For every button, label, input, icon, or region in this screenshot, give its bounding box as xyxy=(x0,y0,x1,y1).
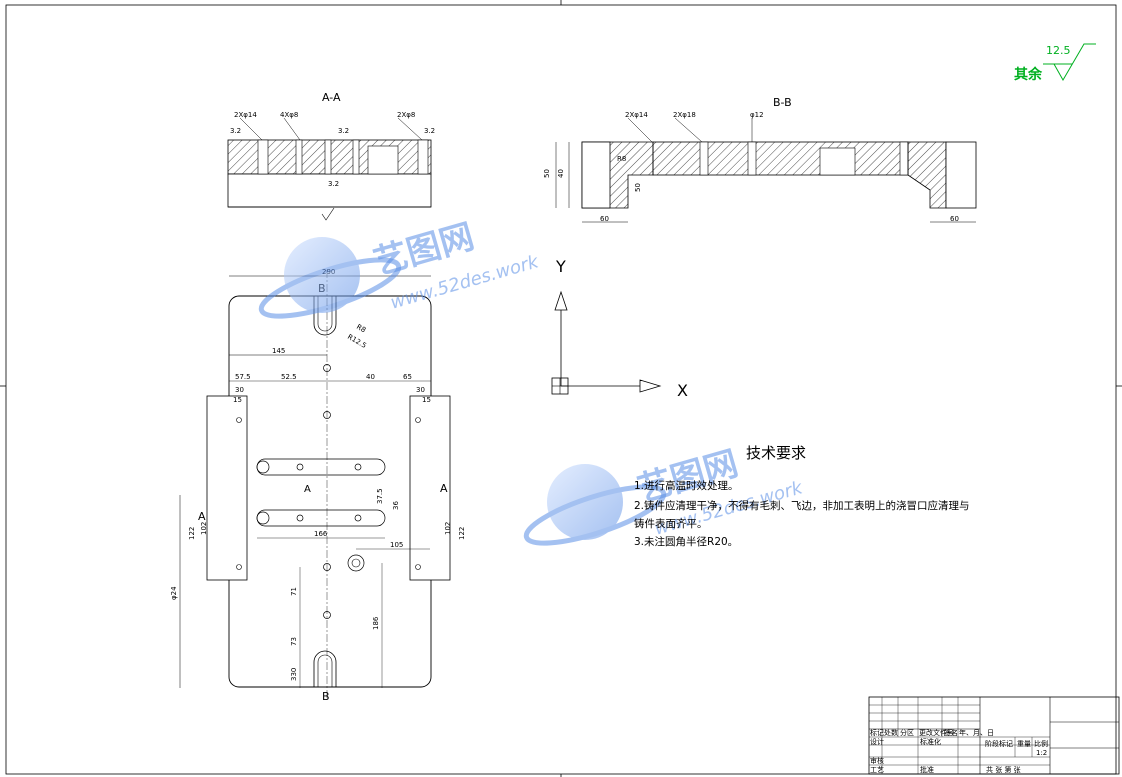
svg-text:30: 30 xyxy=(416,386,425,394)
axis-y-label: Y xyxy=(555,257,566,276)
svg-text:186: 186 xyxy=(372,616,380,630)
svg-text:阶段标记: 阶段标记 xyxy=(985,739,1013,748)
svg-text:60: 60 xyxy=(600,215,609,223)
svg-text:A: A xyxy=(440,482,448,495)
svg-text:B: B xyxy=(322,690,330,703)
svg-text:71: 71 xyxy=(290,587,298,596)
svg-text:122: 122 xyxy=(458,527,466,540)
svg-text:2Xφ18: 2Xφ18 xyxy=(673,111,696,119)
svg-text:52.5: 52.5 xyxy=(281,373,297,381)
svg-text:73: 73 xyxy=(290,637,298,646)
outer-border xyxy=(5,4,1117,775)
tech-req-item: 铸件表面齐平。 xyxy=(634,518,708,530)
svg-text:15: 15 xyxy=(422,396,431,404)
svg-text:105: 105 xyxy=(390,541,403,549)
svg-text:30: 30 xyxy=(235,386,244,394)
svg-text:37.5: 37.5 xyxy=(376,488,384,504)
svg-text:重量: 重量 xyxy=(1017,740,1031,748)
svg-text:4Xφ8: 4Xφ8 xyxy=(280,111,298,119)
watermark-logo-2 xyxy=(523,464,667,546)
svg-text:批准: 批准 xyxy=(920,765,934,774)
svg-text:处数: 处数 xyxy=(884,728,898,737)
svg-text:50: 50 xyxy=(543,169,551,178)
title-block: 标记 处数 分区 更改文件号 签名 年、月、日 设计 标准化 阶段标记 重量 比… xyxy=(868,696,1120,775)
svg-text:36: 36 xyxy=(392,501,400,510)
svg-text:145: 145 xyxy=(272,347,285,355)
svg-text:设计: 设计 xyxy=(870,737,884,746)
svg-text:1:2: 1:2 xyxy=(1036,749,1047,757)
svg-text:A: A xyxy=(198,510,206,523)
svg-text:更改文件号: 更改文件号 xyxy=(919,728,954,737)
svg-text:330: 330 xyxy=(290,668,298,681)
tech-req-item: 1.进行高温时效处理。 xyxy=(634,480,739,492)
svg-text:R8: R8 xyxy=(355,323,367,335)
svg-text:R12.5: R12.5 xyxy=(346,333,368,350)
svg-text:122: 122 xyxy=(188,527,196,540)
svg-text:年、月、日: 年、月、日 xyxy=(959,728,994,737)
roughness-label: 其余 xyxy=(1014,67,1042,83)
svg-text:65: 65 xyxy=(403,373,412,381)
svg-text:R8: R8 xyxy=(617,155,626,163)
svg-text:15: 15 xyxy=(233,396,242,404)
section-aa-label: A-A xyxy=(322,91,341,104)
section-aa-view: A-A 2Xφ14 4Xφ8 2Xφ8 3.2 3.2 3.2 3.2 xyxy=(227,91,435,221)
roughness-symbol xyxy=(1043,43,1096,82)
svg-text:A: A xyxy=(304,484,311,495)
svg-text:φ24: φ24 xyxy=(170,586,178,600)
svg-text:2Xφ14: 2Xφ14 xyxy=(625,111,648,119)
svg-text:3.2: 3.2 xyxy=(424,127,435,135)
svg-text:102: 102 xyxy=(200,522,208,535)
watermark-logo-1 xyxy=(258,237,402,319)
tech-req-title: 技术要求 xyxy=(746,444,807,462)
svg-text:3.2: 3.2 xyxy=(230,127,241,135)
tech-req-item: 3.未注圆角半径R20。 xyxy=(634,536,739,548)
tech-req-item: 2.铸件应清理干净，不得有毛刺、飞边，非加工表明上的浇冒口应清理与 xyxy=(634,500,970,512)
svg-text:166: 166 xyxy=(314,530,328,538)
svg-text:40: 40 xyxy=(557,169,565,178)
axis-x-label: X xyxy=(677,381,688,400)
plan-view: B B A A A 290 145 R8 R12.5 57.5 30 52.5 … xyxy=(170,268,466,703)
svg-text:比例: 比例 xyxy=(1034,739,1048,748)
svg-text:标准化: 标准化 xyxy=(920,737,941,746)
svg-text:2Xφ14: 2Xφ14 xyxy=(234,111,257,119)
svg-text:工艺: 工艺 xyxy=(870,766,884,774)
svg-text:57.5: 57.5 xyxy=(235,373,251,381)
svg-text:审核: 审核 xyxy=(870,756,884,765)
svg-text:2Xφ8: 2Xφ8 xyxy=(397,111,415,119)
section-bb-view: B-B 2Xφ14 2Xφ18 φ12 50 40 50 60 60 R8 xyxy=(543,96,977,223)
svg-text:60: 60 xyxy=(950,215,959,223)
svg-text:共 张 第 张: 共 张 第 张 xyxy=(986,765,1021,774)
svg-text:40: 40 xyxy=(366,373,375,381)
svg-text:50: 50 xyxy=(634,183,642,192)
svg-text:102: 102 xyxy=(444,522,452,535)
svg-text:签名: 签名 xyxy=(944,728,958,737)
svg-text:3.2: 3.2 xyxy=(328,180,339,188)
coordinate-axes: Y X xyxy=(551,257,688,400)
svg-text:φ12: φ12 xyxy=(750,111,764,119)
roughness-value: 12.5 xyxy=(1046,44,1071,57)
svg-text:标记: 标记 xyxy=(870,728,884,737)
svg-text:3.2: 3.2 xyxy=(338,127,349,135)
svg-text:分区: 分区 xyxy=(900,728,914,737)
section-bb-label: B-B xyxy=(773,96,792,109)
